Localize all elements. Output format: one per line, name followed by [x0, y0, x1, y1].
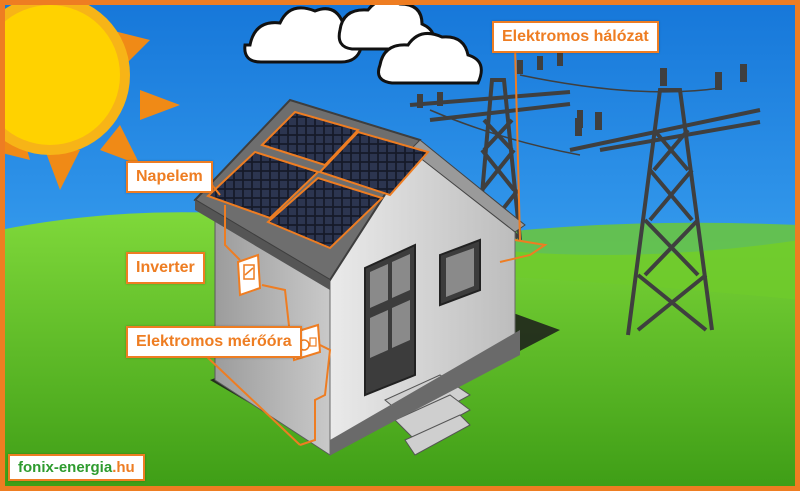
label-inverter: Inverter	[126, 252, 205, 284]
brand-tld: .hu	[112, 459, 135, 476]
label-electric-grid: Elektromos hálózat	[492, 21, 659, 53]
label-solar-panel: Napelem	[126, 161, 213, 193]
power-pylon-icon	[409, 52, 761, 336]
window	[364, 243, 416, 397]
label-electric-meter: Elektromos mérőóra	[126, 326, 302, 358]
solar-panel-icon	[206, 110, 430, 250]
cloud-icon	[243, 0, 483, 85]
sun-icon	[0, 0, 180, 190]
inverter-icon	[236, 253, 262, 297]
brand-badge[interactable]: fonix-energia.hu	[8, 454, 145, 481]
brand-name: fonix-energia	[18, 459, 113, 476]
